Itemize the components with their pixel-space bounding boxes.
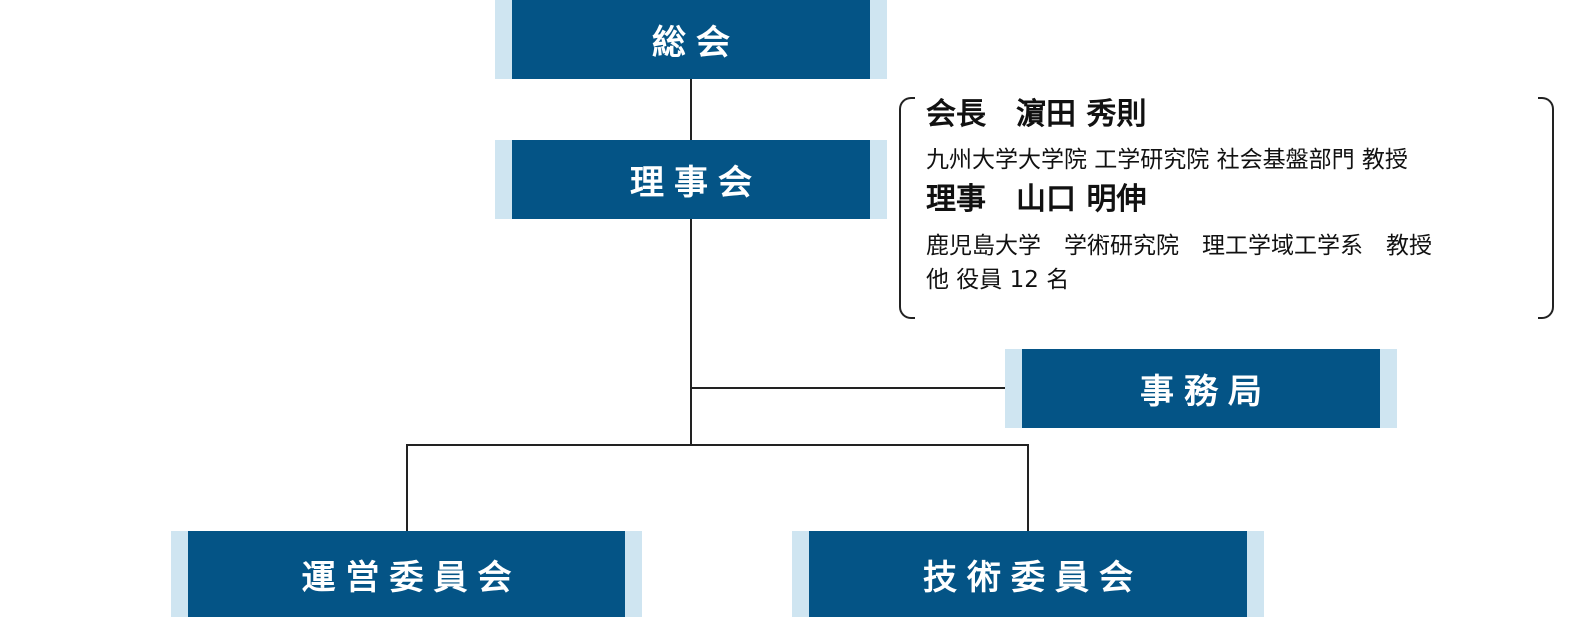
general-assembly-box: 総会 [495,0,887,79]
box-edge [1247,531,1264,617]
board-box: 理事会 [495,140,887,219]
connector-secretariat [690,387,1006,389]
steering-committee-label: 運営委員会 [188,531,625,617]
connector-board-trunk [690,219,692,445]
box-edge [870,0,887,79]
board-members-info: 会長 濵田 秀則 九州大学大学院 工学研究院 社会基盤部門 教授 理事 山口 明… [926,96,1432,298]
connector-assembly-board [690,79,692,141]
steering-committee-box: 運営委員会 [171,531,642,617]
general-assembly-label: 総会 [512,0,870,79]
box-edge [1380,349,1397,428]
other-officers: 他 役員 12 名 [926,267,1070,293]
secretariat-label: 事務局 [1022,349,1380,428]
box-edge [792,531,809,617]
right-bracket [1538,97,1554,319]
director-name: 理事 山口 明伸 [926,182,1147,217]
connector-steering [406,444,408,532]
technical-committee-box: 技術委員会 [792,531,1264,617]
box-edge [1005,349,1022,428]
secretariat-box: 事務局 [1005,349,1397,428]
director-affiliation: 鹿児島大学 学術研究院 理工学域工学系 教授 [926,233,1432,259]
left-bracket [899,97,915,319]
connector-technical [1027,444,1029,532]
box-edge [495,140,512,219]
board-label: 理事会 [512,140,870,219]
box-edge [870,140,887,219]
connector-committees-horizontal [406,444,1029,446]
box-edge [171,531,188,617]
president-name: 会長 濵田 秀則 [926,97,1147,132]
box-edge [495,0,512,79]
president-affiliation: 九州大学大学院 工学研究院 社会基盤部門 教授 [926,147,1408,173]
box-edge [625,531,642,617]
technical-committee-label: 技術委員会 [809,531,1247,617]
